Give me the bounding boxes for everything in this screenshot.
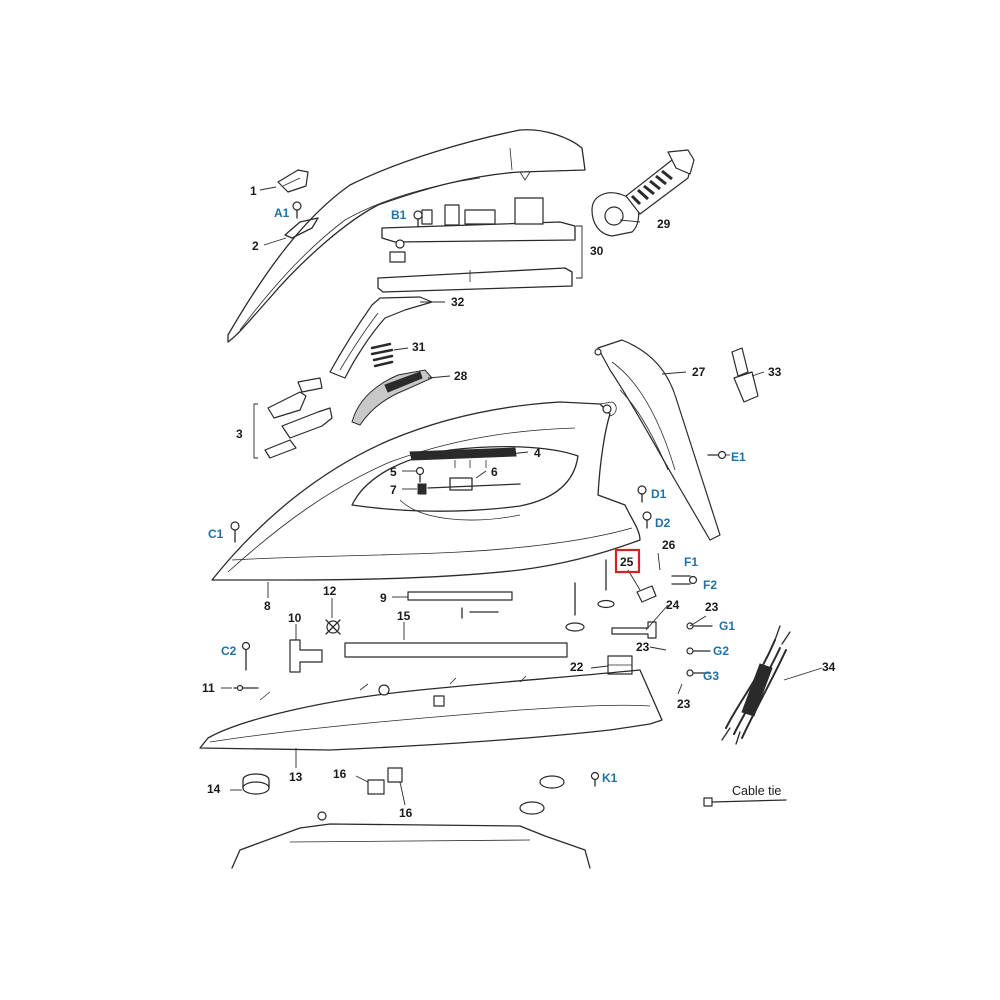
label-29: 29 (657, 217, 671, 231)
part-7 (417, 483, 427, 495)
label-6: 6 (491, 465, 498, 479)
label-8: 8 (264, 599, 271, 613)
label-a1: A1 (274, 206, 290, 220)
circuit-board-part (377, 197, 576, 293)
screw-d1-part (637, 485, 647, 503)
cable-bundle-part (721, 625, 791, 745)
label-14: 14 (207, 782, 221, 796)
label-f2: F2 (703, 578, 717, 592)
clip-parts (264, 377, 333, 459)
cable-tie-part (703, 797, 787, 807)
part-12 (325, 619, 341, 635)
label-3: 3 (236, 427, 243, 441)
part-16 (367, 767, 403, 795)
screw-f-part (671, 575, 698, 585)
screw-b1-part (413, 210, 423, 227)
label-23b: 23 (636, 640, 650, 654)
label-2: 2 (252, 239, 259, 253)
label-d2: D2 (655, 516, 671, 530)
rear-cover-part (594, 339, 721, 541)
lower-body-part (199, 669, 663, 751)
label-c2: C2 (221, 644, 237, 658)
label-32: 32 (451, 295, 465, 309)
screw-c2-part (241, 641, 251, 671)
label-g2: G2 (713, 644, 729, 658)
cord-guard-part (591, 149, 695, 237)
bracket-3 (253, 403, 258, 459)
part-labels: 1 A1 2 B1 29 30 32 31 28 27 33 3 4 5 6 7… (202, 184, 836, 820)
part-4 (409, 447, 517, 468)
label-g3: G3 (703, 669, 719, 683)
label-30: 30 (590, 244, 604, 258)
part-9 (407, 591, 513, 619)
screw-g1-part (686, 622, 713, 630)
label-5: 5 (390, 465, 397, 479)
label-4: 4 (534, 446, 541, 460)
screw-c1-part (230, 521, 240, 543)
label-23a: 23 (705, 600, 719, 614)
label-12: 12 (323, 584, 337, 598)
label-27: 27 (692, 365, 706, 379)
label-11: 11 (202, 681, 215, 695)
soleplate-part (231, 811, 591, 869)
label-cable-tie: Cable tie (732, 784, 781, 798)
label-34: 34 (822, 660, 836, 674)
screw-g2-part (686, 647, 711, 655)
bracket-30 (576, 225, 583, 279)
label-22: 22 (570, 660, 584, 674)
label-k1: K1 (602, 771, 618, 785)
screw-a1-part (292, 201, 302, 219)
spring-part (370, 342, 394, 368)
label-26: 26 (662, 538, 676, 552)
screw-d2-part (642, 511, 652, 529)
part-24 (611, 621, 657, 639)
part-10 (289, 639, 323, 673)
part-6 (427, 477, 521, 491)
part-22 (607, 655, 633, 675)
label-23c: 23 (677, 697, 691, 711)
label-25: 25 (620, 555, 634, 569)
screw-column-part (565, 559, 615, 632)
label-15: 15 (397, 609, 411, 623)
label-31: 31 (412, 340, 426, 354)
part-15 (344, 642, 568, 658)
screw-k1-part (590, 771, 600, 787)
part-5 (415, 466, 425, 483)
foot-part-right (519, 775, 565, 815)
label-9: 9 (380, 591, 387, 605)
label-16a: 16 (333, 767, 347, 781)
foot-part-14 (242, 773, 270, 795)
leader-lines (221, 186, 823, 806)
label-10: 10 (288, 611, 302, 625)
part-25 (636, 585, 657, 603)
label-c1: C1 (208, 527, 224, 541)
label-16b: 16 (399, 806, 413, 820)
label-e1: E1 (731, 450, 746, 464)
screw-g3-part (686, 669, 711, 677)
label-7: 7 (390, 483, 397, 497)
label-13: 13 (289, 770, 303, 784)
label-f1: F1 (684, 555, 698, 569)
button-cap-part (277, 169, 309, 193)
label-b1: B1 (391, 208, 407, 222)
screw-e1-part (707, 450, 727, 460)
part-33 (731, 347, 759, 403)
label-d1: D1 (651, 487, 667, 501)
part-11 (233, 684, 259, 692)
label-33: 33 (768, 365, 782, 379)
lever-part (351, 369, 433, 426)
highlight-box (614, 548, 641, 574)
label-28: 28 (454, 369, 468, 383)
label-g1: G1 (719, 619, 735, 633)
label-1: 1 (250, 184, 257, 198)
handle-cover-part (227, 129, 586, 343)
label-24: 24 (666, 598, 680, 612)
